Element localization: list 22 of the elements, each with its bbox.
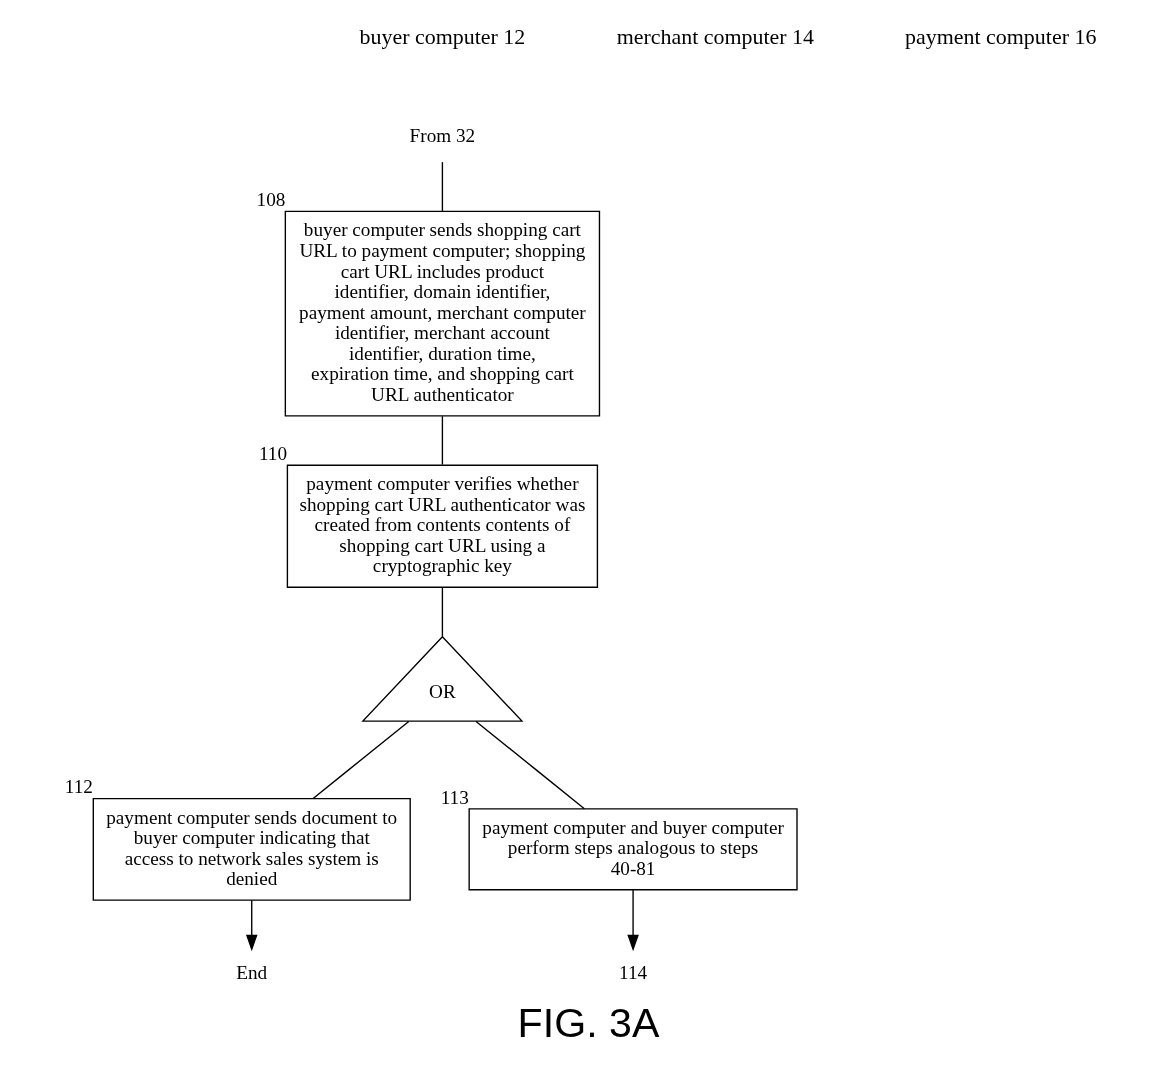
connector (441, 587, 443, 638)
arrow (626, 889, 639, 952)
node-box: payment computer verifies whether shopping cart URL authenticator was created from contents contents of shopping cart URL using a cryptographic key (286, 464, 598, 588)
connector (474, 720, 585, 810)
node-label: 112 (64, 776, 93, 798)
caption: FIG. 3A (517, 1000, 659, 1047)
connector (311, 720, 409, 800)
node-label: 113 (440, 786, 469, 808)
node-box: buyer computer sends shopping cart URL to payment computer; shopping cart URL includes product identifier, domain identifier, payment amount, merchant computer identifier, merchant account identifier, duration time, expiration time, and shopping cart URL authenticator (284, 210, 600, 417)
node-box: payment computer sends document to buyer computer indicating that access to network sales system is denied (92, 797, 411, 901)
node-text: 114 (618, 962, 647, 984)
label: payment computer 16 (904, 23, 1096, 49)
label: merchant computer 14 (616, 23, 814, 49)
node-label: 108 (256, 189, 285, 211)
arrow (245, 899, 257, 952)
node-text: End (235, 962, 267, 984)
node-text: From 32 (409, 125, 475, 147)
label: buyer computer 12 (359, 23, 525, 49)
connector (441, 415, 443, 466)
connector (441, 161, 443, 213)
node-label: 110 (258, 443, 287, 464)
node-box: payment computer and buyer computer perform steps analogous to steps 40-81 (467, 808, 798, 891)
